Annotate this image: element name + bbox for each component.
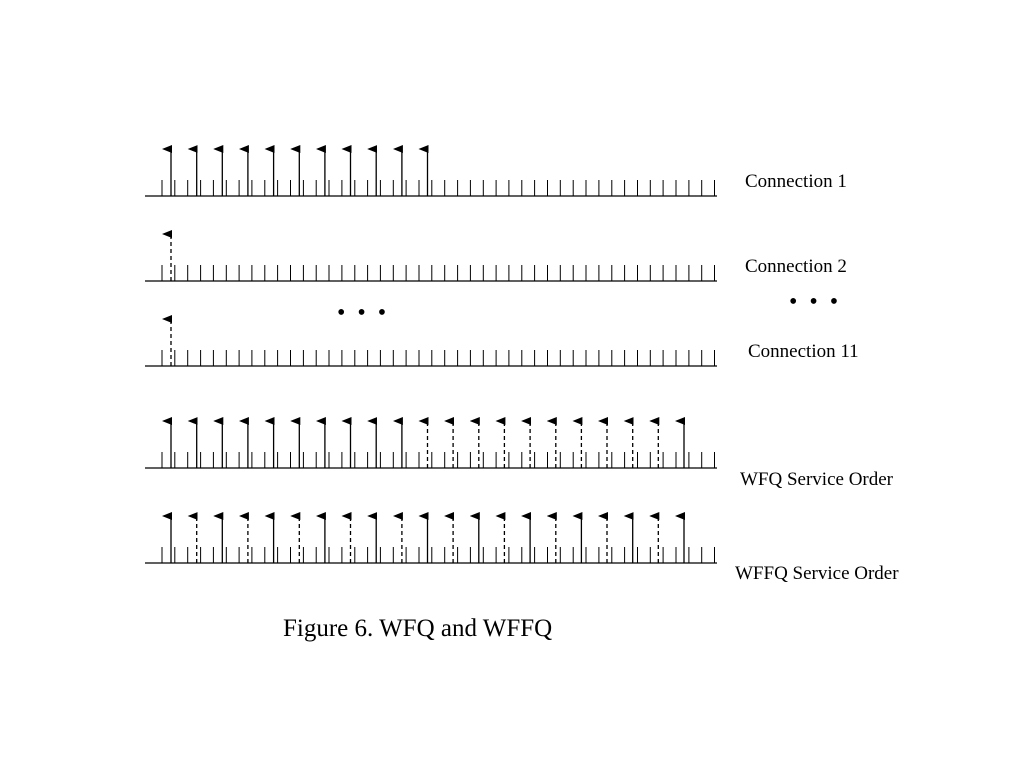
ellipsis-middle: • • • <box>337 300 390 326</box>
label-wfq-service-order: WFQ Service Order <box>740 469 894 490</box>
label-wffq-service-order: WFFQ Service Order <box>735 563 899 584</box>
figure-caption: Figure 6. WFQ and WFFQ <box>283 615 553 642</box>
label-connection-2: Connection 2 <box>745 256 847 277</box>
ellipsis-right: • • • <box>789 289 842 315</box>
label-connection-11: Connection 11 <box>748 341 859 362</box>
label-connection-1: Connection 1 <box>745 171 847 192</box>
